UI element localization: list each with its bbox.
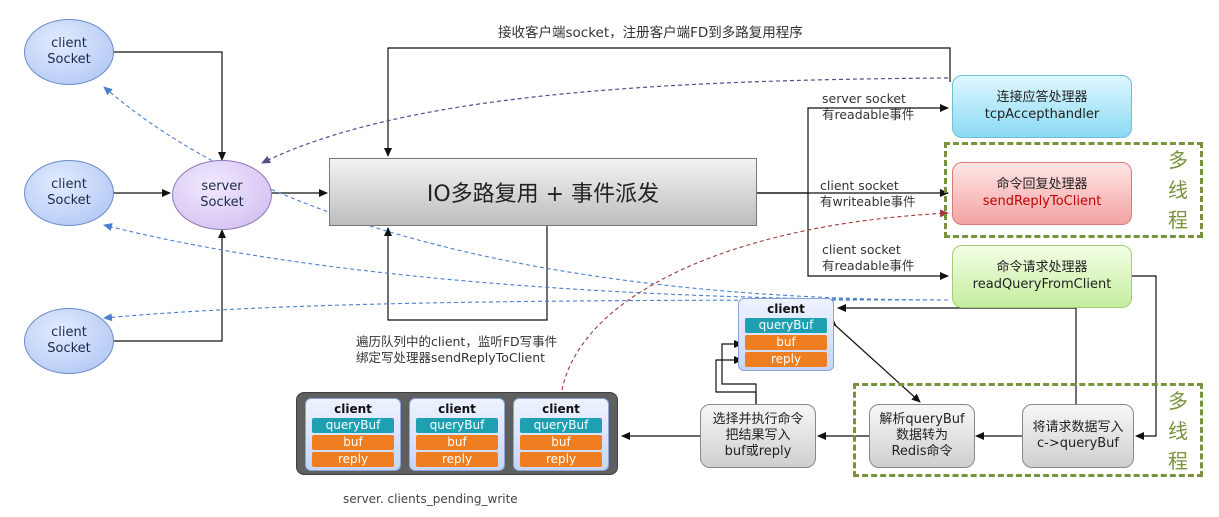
- pending-client-1-buf: buf: [312, 435, 394, 450]
- iterate-clients-label: 遍历队列中的client，监听FD写事件 绑定写处理器sendReplyToCl…: [356, 334, 557, 367]
- pending-client-2: client queryBuf buf reply: [409, 398, 505, 471]
- client-socket-read-event-line1: client socket: [822, 242, 901, 257]
- edge-query-client1-dashed: [103, 86, 949, 301]
- multithread-top-char1: 多: [1168, 148, 1188, 172]
- pending-client-1-reply: reply: [312, 452, 394, 467]
- pending-client-2-reply: reply: [416, 452, 498, 467]
- client-socket-read-event-label: client socket 有readable事件: [822, 242, 914, 275]
- query-handler-line2: readQueryFromClient: [972, 276, 1112, 292]
- client-struct-reply: reply: [745, 352, 827, 367]
- pending-client-1-title: client: [334, 402, 372, 416]
- client-socket-3-line1: client: [51, 324, 87, 340]
- edge-execute-reply: [715, 356, 757, 404]
- multithread-top-char2: 线: [1168, 178, 1188, 202]
- client-socket-write-event-line1: client socket: [820, 178, 899, 193]
- edge-io-loop: [384, 226, 548, 321]
- parse-query-node: 解析queryBuf 数据转为 Redis命令: [869, 404, 975, 468]
- client-socket-write-event-label: client socket 有writeable事件: [820, 178, 916, 211]
- accept-register-label: 接收客户端socket，注册客户端FD到多路复用程序: [498, 25, 803, 41]
- reply-handler-line2: sendReplyToClient: [982, 193, 1102, 209]
- pending-client-1-querybuf: queryBuf: [312, 418, 394, 433]
- parse-query-line2: 数据转为: [895, 427, 948, 443]
- client-socket-1-line2: Socket: [47, 52, 91, 67]
- pending-client-2-title: client: [438, 402, 476, 416]
- edge-accept-io-top: [384, 47, 951, 157]
- edge-write-querybuf: [837, 304, 1077, 404]
- edge-client1-server: [114, 51, 226, 161]
- multithread-bottom-char1: 多: [1168, 389, 1188, 413]
- multithread-label-bottom: 多 线 程: [1164, 386, 1192, 476]
- execute-line2: 把结果写入: [725, 427, 791, 443]
- io-multiplexing-box: IO多路复用 + 事件派发: [329, 158, 757, 226]
- client-socket-1: client Socket: [24, 19, 114, 85]
- accept-handler-line1: 连接应答处理器: [996, 90, 1088, 106]
- io-multiplexing-label: IO多路复用 + 事件派发: [426, 182, 660, 207]
- server-socket-line1: server: [201, 178, 243, 194]
- client-socket-2-line1: client: [51, 176, 87, 192]
- client-struct-querybuf: queryBuf: [745, 318, 827, 333]
- client-socket-1-line1: client: [51, 35, 87, 51]
- client-socket-2: client Socket: [24, 160, 114, 226]
- client-struct-title: client: [767, 302, 805, 316]
- server-socket: server Socket: [172, 160, 272, 230]
- pending-client-1: client queryBuf buf reply: [305, 398, 401, 471]
- multithread-bottom-char3: 程: [1168, 449, 1188, 473]
- query-handler: 命令请求处理器 readQueryFromClient: [952, 245, 1132, 308]
- pending-client-2-querybuf: queryBuf: [416, 418, 498, 433]
- server-socket-event-line1: server socket: [822, 91, 906, 106]
- write-query-line1: 将请求数据写入: [1032, 419, 1124, 435]
- multithread-region-bottom: [853, 383, 1203, 477]
- execute-node: 选择并执行命令 把结果写入 buf或reply: [700, 404, 816, 468]
- query-handler-line1: 命令请求处理器: [996, 260, 1088, 276]
- multithread-label-top: 多 线 程: [1164, 145, 1192, 235]
- pending-write-queue: client queryBuf buf reply client queryBu…: [296, 392, 618, 475]
- client-socket-3-line2: Socket: [47, 341, 91, 356]
- accept-handler-line2: tcpAccepthandler: [984, 106, 1100, 122]
- pending-write-label: server. clients_pending_write: [343, 492, 518, 506]
- edge-execute-buf: [721, 340, 757, 404]
- pending-client-3-buf: buf: [520, 435, 602, 450]
- pending-client-3: client queryBuf buf reply: [513, 398, 609, 471]
- parse-query-line3: Redis命令: [891, 444, 953, 460]
- client-socket-write-event-line2: 有writeable事件: [820, 194, 916, 210]
- pending-client-3-title: client: [542, 402, 580, 416]
- accept-handler: 连接应答处理器 tcpAccepthandler: [952, 75, 1132, 138]
- pending-client-3-querybuf: queryBuf: [520, 418, 602, 433]
- write-query-node: 将请求数据写入 c->queryBuf: [1022, 404, 1134, 468]
- iterate-clients-line2: 绑定写处理器sendReplyToClient: [356, 350, 546, 366]
- reply-handler: 命令回复处理器 sendReplyToClient: [952, 162, 1132, 225]
- edge-querybuf-parse: [827, 317, 921, 403]
- write-query-line2: c->queryBuf: [1037, 436, 1119, 451]
- multithread-region-top: [944, 142, 1203, 238]
- edge-pending-reply-dashed: [561, 209, 949, 391]
- execute-line1: 选择并执行命令: [712, 411, 804, 427]
- server-socket-event-line2: 有readable事件: [822, 107, 915, 123]
- edge-query-write: [1132, 275, 1157, 440]
- execute-line3: buf或reply: [724, 444, 792, 460]
- pending-client-2-buf: buf: [416, 435, 498, 450]
- pending-client-3-reply: reply: [520, 452, 602, 467]
- client-socket-read-event-line2: 有readable事件: [822, 258, 915, 274]
- reply-handler-line1: 命令回复处理器: [996, 177, 1088, 193]
- client-socket-2-line2: Socket: [47, 193, 91, 208]
- parse-query-line1: 解析queryBuf: [879, 411, 965, 427]
- server-socket-line2: Socket: [200, 195, 244, 210]
- edge-io-query: [807, 193, 949, 280]
- client-socket-3: client Socket: [24, 308, 114, 374]
- iterate-clients-line1: 遍历队列中的client，监听FD写事件: [356, 334, 558, 349]
- client-struct: client queryBuf buf reply: [738, 298, 834, 371]
- edge-accept-server-dashed: [261, 77, 949, 164]
- client-struct-buf: buf: [745, 335, 827, 350]
- multithread-bottom-char2: 线: [1168, 419, 1188, 443]
- multithread-top-char3: 程: [1168, 208, 1188, 232]
- server-socket-event-label: server socket 有readable事件: [822, 91, 914, 124]
- edge-client3-server: [114, 229, 226, 342]
